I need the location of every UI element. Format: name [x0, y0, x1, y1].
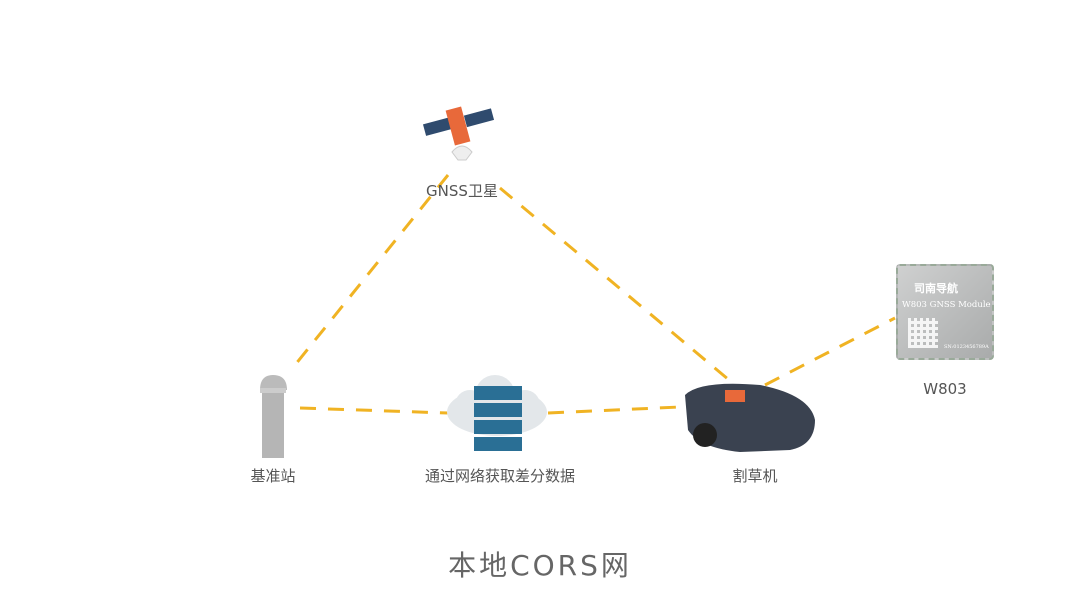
base-station-label: 基准站 — [250, 467, 296, 485]
page-title: 本地CORS网 — [448, 549, 632, 582]
gnss-module-chip: 司南导航 W803 GNSS Module SN:0123456789A — [896, 264, 994, 360]
link-satellite-base — [293, 174, 450, 366]
qr-code-icon — [908, 318, 938, 348]
link-network-mower — [547, 405, 681, 415]
chip-serial: SN:0123456789A — [944, 344, 989, 350]
module-label: W803 — [923, 380, 967, 398]
base-station-icon — [260, 375, 287, 458]
satellite-label: GNSS卫星 — [426, 182, 498, 200]
mower-icon — [685, 383, 815, 452]
link-satellite-mower — [499, 186, 736, 387]
chip-model: W803 GNSS Module — [902, 300, 991, 310]
link-base-network — [299, 406, 449, 415]
network-label: 通过网络获取差分数据 — [424, 467, 576, 485]
link-mower-module — [764, 316, 896, 387]
satellite-icon — [422, 106, 495, 161]
chip-brand: 司南导航 — [914, 282, 958, 295]
cloud-server-icon — [447, 375, 547, 451]
mower-label: 割草机 — [732, 467, 778, 485]
